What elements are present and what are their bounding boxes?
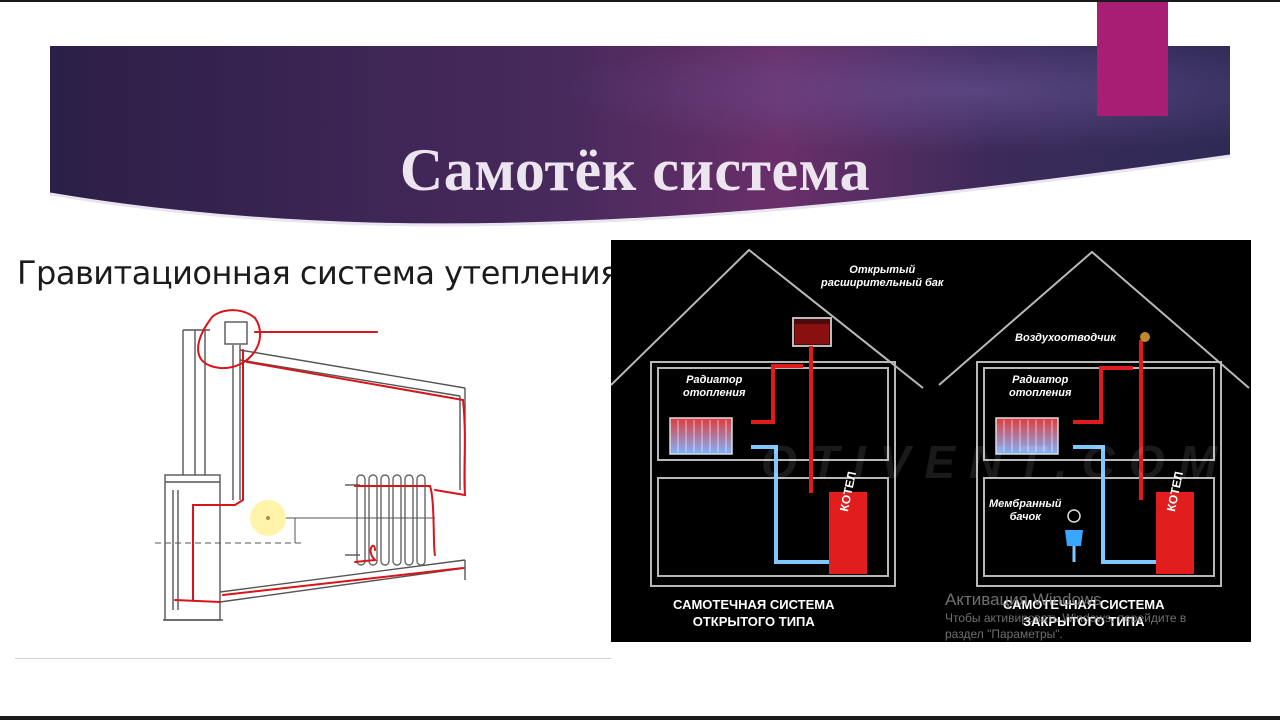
gravity-heating-sketch: Гравитационная система утепления — [15, 250, 619, 659]
windows-activation-notice: Активация Windows Чтобы активировать Win… — [945, 590, 1186, 642]
bottom-frame-edge — [0, 716, 1280, 720]
label-expansion-tank: Открытый расширительный бак — [821, 264, 944, 289]
caption-open-type: САМОТЕЧНАЯ СИСТЕМА ОТКРЫТОГО ТИПА — [673, 597, 835, 629]
label-radiator-right: Радиатор отопления — [1009, 374, 1072, 399]
label-membrane-tank: Мембранный бачок — [989, 498, 1062, 523]
watermark-text: OTIVENT.COM — [761, 436, 1232, 488]
gravity-systems-diagram: OTIVENT.COM Открытый расширительный бак … — [611, 240, 1251, 642]
label-radiator-left: Радиатор отопления — [683, 374, 746, 399]
systems-diagram-drawing — [611, 248, 1250, 587]
accent-rectangle — [1097, 2, 1168, 116]
left-image-caption: Гравитационная система утепления — [17, 254, 619, 292]
slide-title: Самотёк система — [399, 137, 871, 203]
banner-background — [50, 46, 1230, 227]
activation-line-1: Чтобы активировать Windows, перейдите в — [945, 611, 1187, 625]
heating-sketch-drawing — [155, 309, 467, 621]
label-air-vent: Воздухоотводчик — [1015, 332, 1116, 344]
activation-line-2: раздел "Параметры". — [945, 627, 1063, 641]
title-banner: Самотёк система — [50, 46, 1230, 236]
caption-closed-type: САМОТЕЧНАЯ СИСТЕМА ЗАКРЫТОГО ТИПА — [1003, 597, 1165, 629]
activation-title: Активация Windows — [945, 590, 1102, 609]
top-frame-edge — [0, 0, 1280, 2]
